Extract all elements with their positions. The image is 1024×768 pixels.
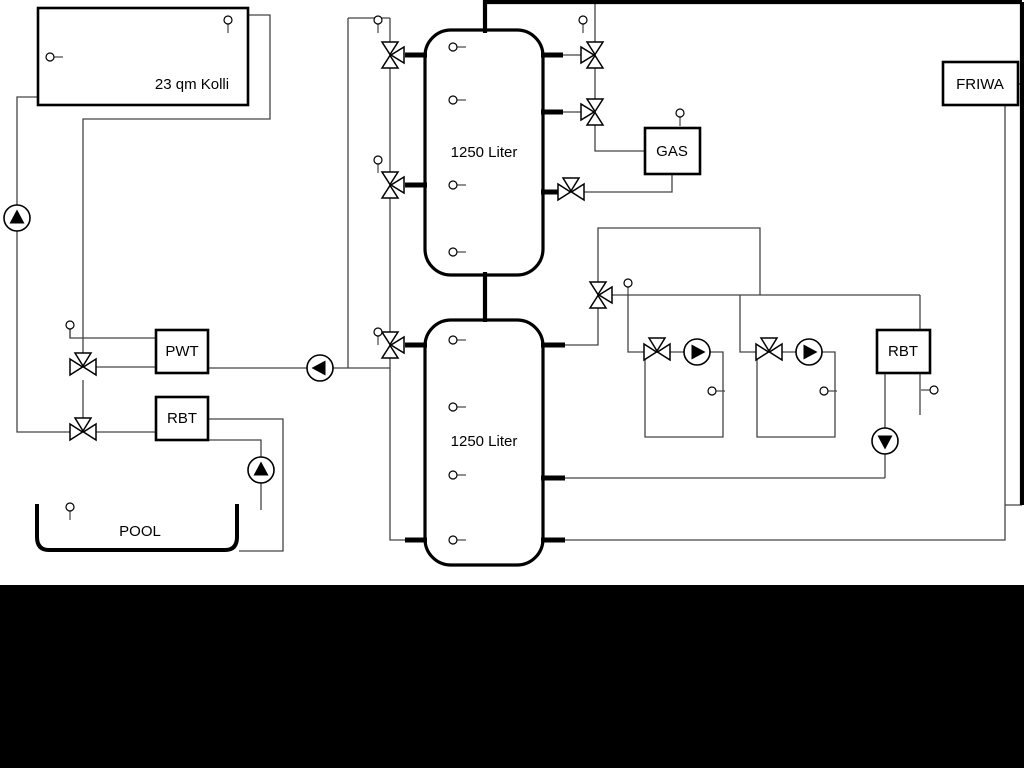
temperature-sensor-icon [373,155,383,174]
pipe [739,295,757,353]
three-way-valve-icon [69,352,97,376]
pipe [565,105,1006,541]
friwa-label: FRIWA [956,76,1004,93]
pipe [208,418,284,552]
three-way-valve-icon [381,41,405,69]
pipe [584,174,673,193]
friwa-box [941,60,1020,107]
temperature-sensor-icon [65,320,75,339]
temperature-sensor-icon [578,15,588,34]
temperature-sensor-icon [675,108,685,127]
collector-label: 23 qm Kolli [155,76,229,93]
three-way-valve-icon [381,171,405,199]
temperature-sensor-icon [65,502,75,521]
three-way-valve-icon [580,98,604,126]
letterbox-bottom [0,585,1024,768]
three-way-valve-icon [381,331,405,359]
three-way-valve-icon [557,177,585,201]
rbt-right-box [875,328,932,375]
pipe [16,96,70,433]
temperature-sensor-icon [373,327,383,346]
pump-icon [247,456,275,484]
three-way-valve-icon [589,281,613,309]
solar-collector-box [36,6,250,107]
pipe [208,439,262,510]
pipe [565,227,761,346]
three-way-valve-icon [580,41,604,69]
diagram-canvas: 23 qm Kolli 1250 Liter 1250 Liter GAS FR… [0,0,1024,585]
three-way-valve-icon [643,337,671,361]
temperature-sensor-icon [920,385,939,395]
pipe [627,295,645,353]
main-flow-lines [405,0,1024,543]
pipe [82,14,271,354]
pump-icon [3,204,31,232]
three-way-valve-icon [69,417,97,441]
rbt-left-label: RBT [167,410,197,427]
hydraulic-schematic: 23 qm Kolli 1250 Liter 1250 Liter GAS FR… [3,0,1024,567]
pool-label: POOL [119,523,161,540]
pool-basin [35,504,239,552]
pipe [389,18,405,541]
pump-icon [306,354,334,382]
lower-tank-label: 1250 Liter [451,433,518,450]
pipe [594,125,645,152]
pump-icon [795,338,823,366]
pwt-label: PWT [165,343,198,360]
temperature-sensor-icon [373,15,383,34]
pwt-box [154,328,210,375]
rbt-right-label: RBT [888,343,918,360]
temperature-sensor-icon [623,278,633,297]
pump-icon [683,338,711,366]
gas-boiler-box [643,126,702,176]
gas-label: GAS [656,143,688,160]
three-way-valve-icon [755,337,783,361]
rbt-left-box [154,395,210,442]
pump-icon [871,427,899,455]
upper-tank-label: 1250 Liter [451,144,518,161]
